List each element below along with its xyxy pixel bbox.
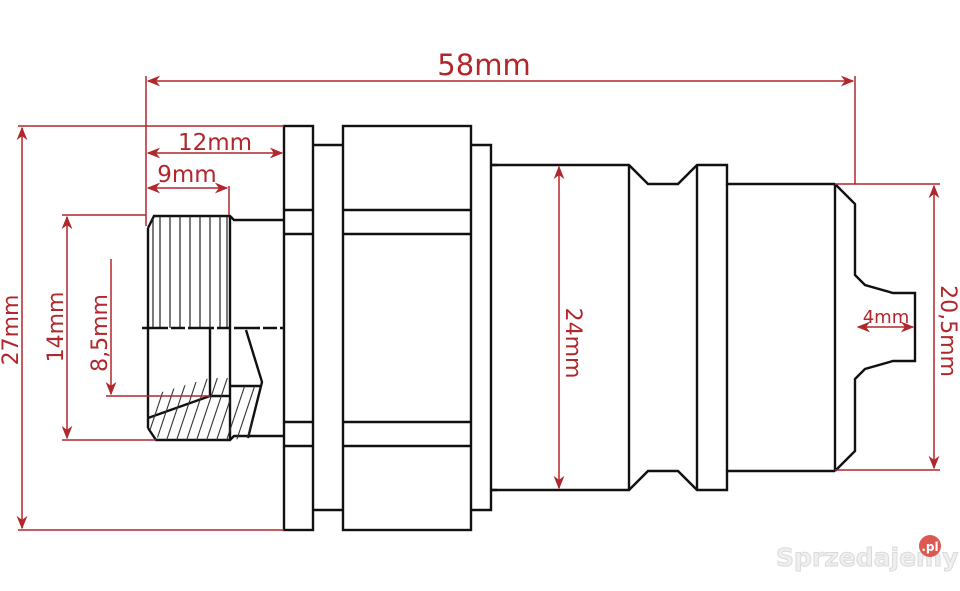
label-body-diameter: 24mm	[560, 308, 585, 379]
label-tip-length: 4mm	[863, 307, 910, 328]
label-thread-diameter: 14mm	[44, 292, 69, 363]
thread-lines	[152, 216, 228, 328]
watermark: Sprzedajemy .pl	[776, 535, 959, 573]
watermark-badge	[919, 535, 941, 557]
hex-body	[341, 124, 497, 532]
nose-tip	[833, 183, 917, 472]
threaded-end	[142, 214, 284, 442]
part-outline	[142, 124, 917, 532]
label-nose-diameter: 20,5mm	[935, 285, 960, 377]
plug-body	[491, 163, 835, 492]
label-bore-diameter: 8,5mm	[88, 294, 113, 372]
dimension-labels: 58mm 12mm 9mm 4mm 27mm 14mm 8,5mm 24mm 2…	[0, 48, 960, 378]
label-outer-diameter: 27mm	[0, 295, 24, 366]
flange	[282, 124, 343, 532]
label-thread-length: 9mm	[157, 162, 216, 188]
label-flange-offset: 12mm	[178, 130, 252, 156]
watermark-badge-text: .pl	[921, 540, 938, 554]
label-overall-length: 58mm	[437, 48, 530, 82]
dimension-lines	[16, 75, 940, 531]
